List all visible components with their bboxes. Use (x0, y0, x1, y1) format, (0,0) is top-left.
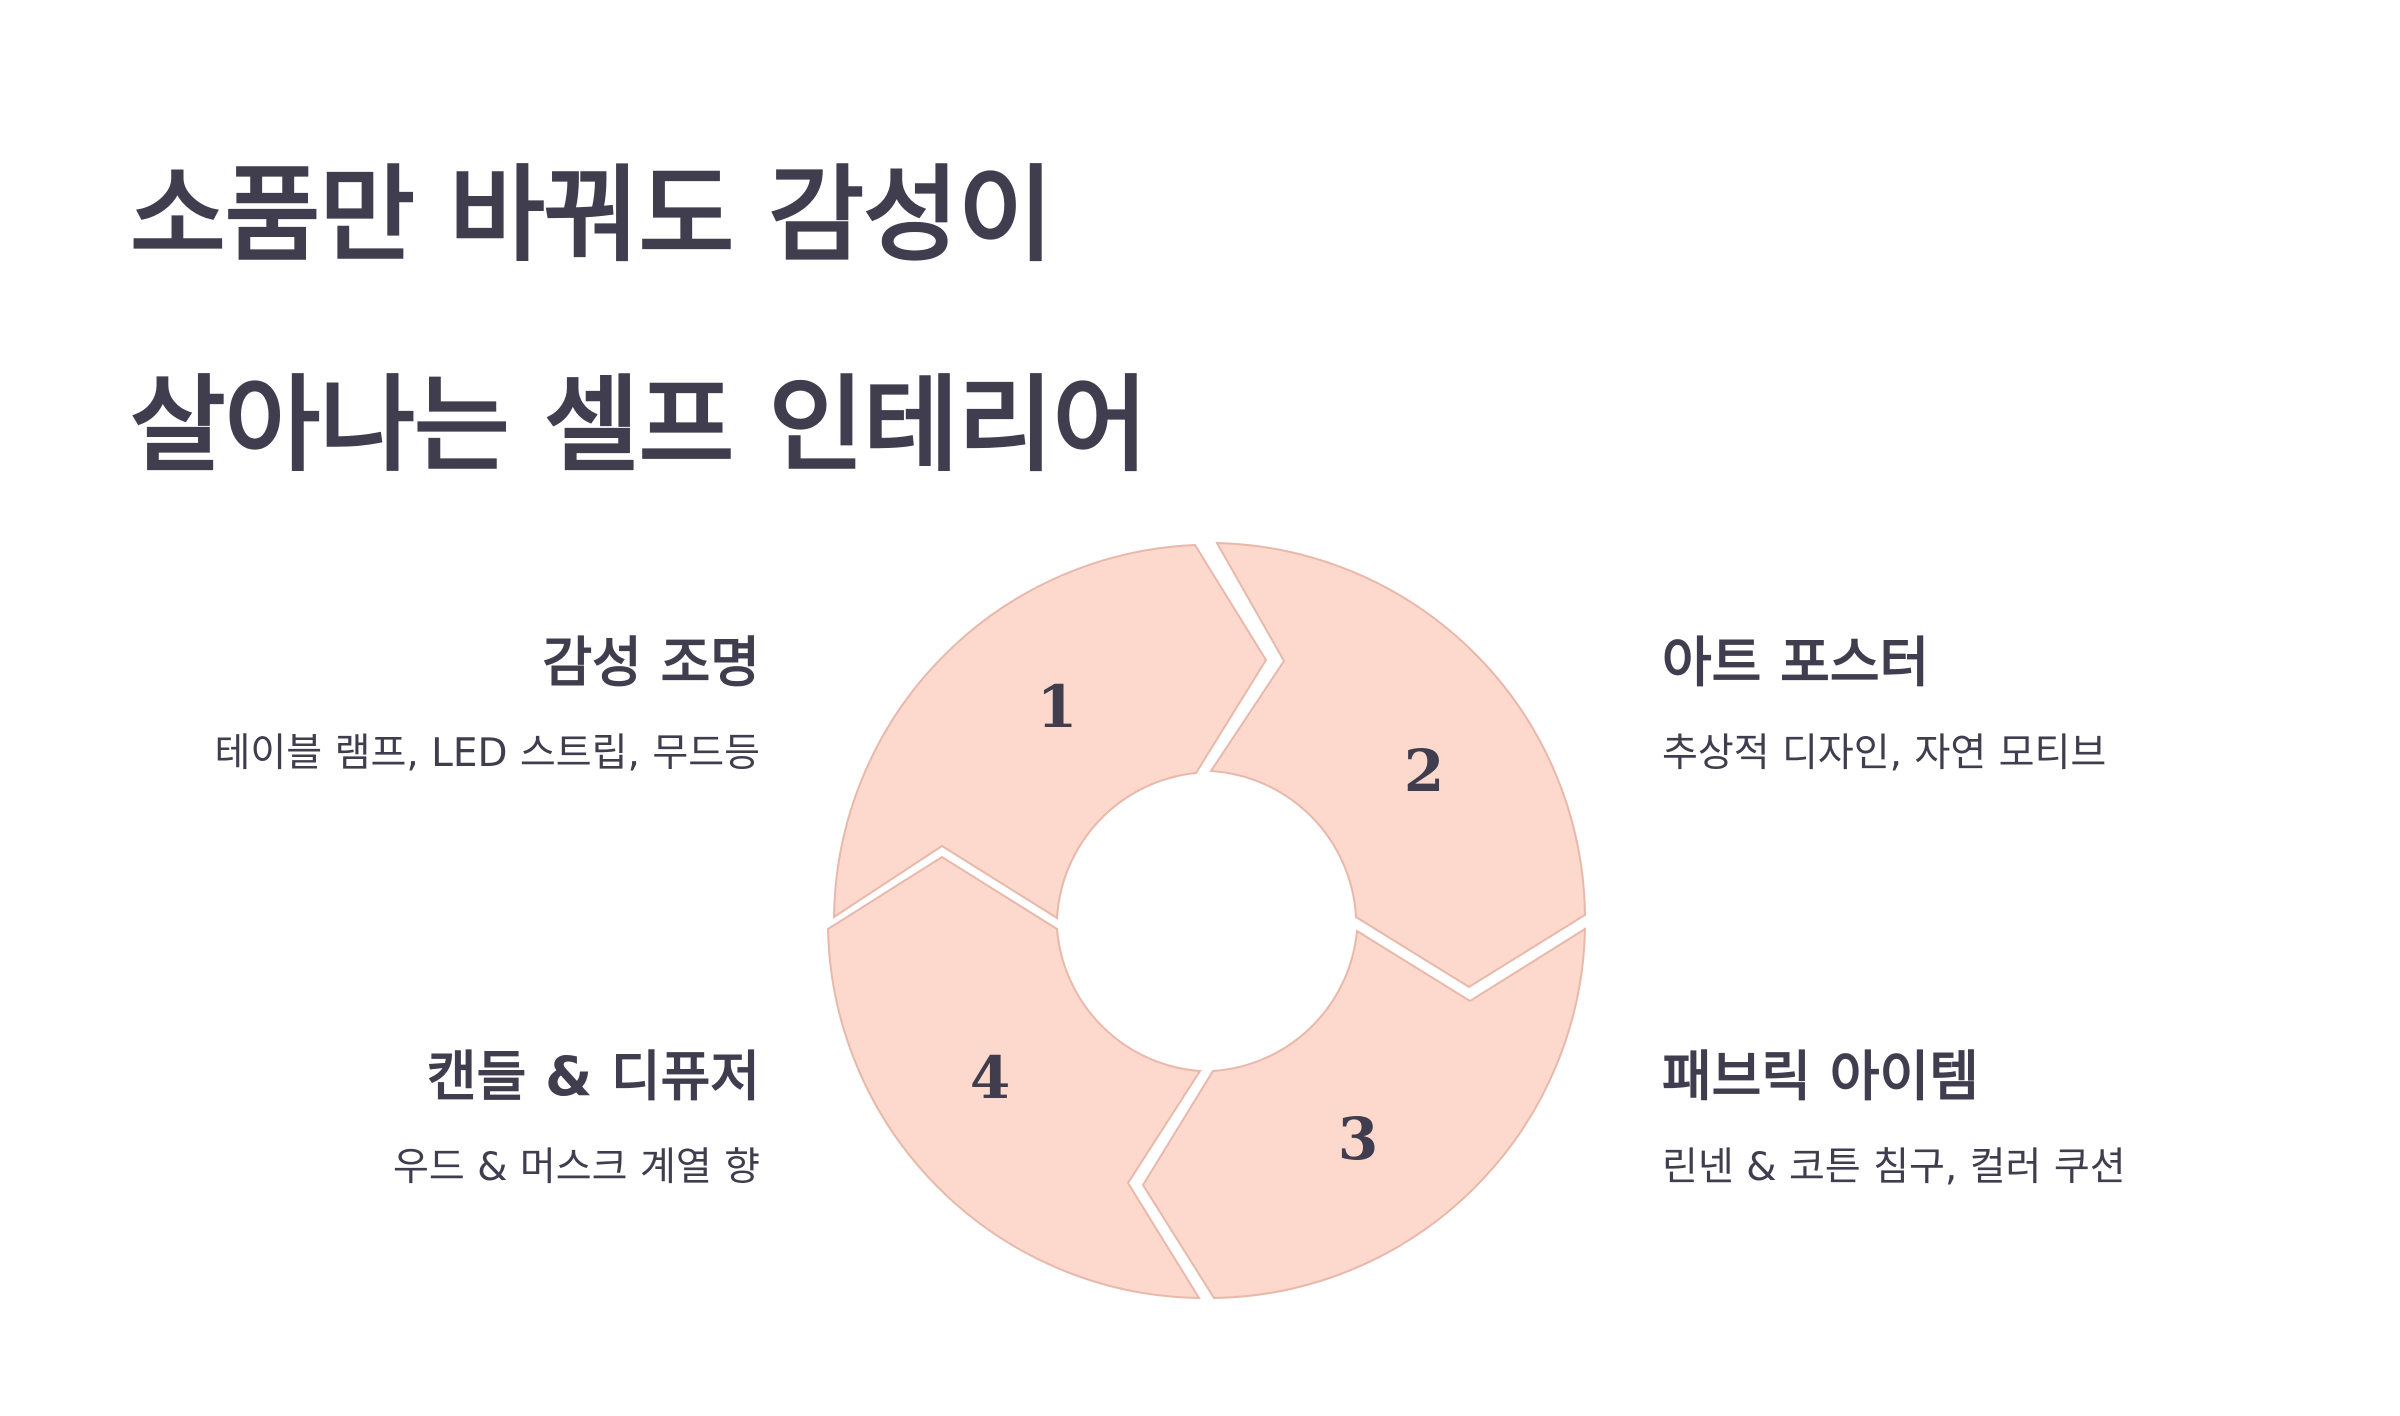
cycle-segment-3-shape (1141, 927, 1587, 1300)
cycle-segment-2-shape (1209, 541, 1587, 989)
item-description: 우드 & 머스크 계열 향 (392, 1145, 760, 1190)
page-title-line-1: 소품만 바꿔도 감성이 (130, 154, 1054, 276)
cycle-segment-2-number: 2 (1404, 737, 1444, 805)
cycle-segment-2: 2 (1209, 541, 1587, 989)
item-heading: 아트 포스터 (1662, 631, 1930, 694)
cycle-item-4: 캔들 & 디퓨저 우드 & 머스크 계열 향 (120, 1042, 760, 1194)
cycle-segment-4: 4 (826, 855, 1202, 1300)
cycle-item-2: 아트 포스터 추상적 디자인, 자연 모티브 (1662, 628, 2302, 780)
cycle-segment-1: 1 (832, 543, 1268, 920)
cycle-segment-4-shape (826, 855, 1202, 1300)
cycle-segment-3-number: 3 (1338, 1105, 1378, 1173)
item-description: 추상적 디자인, 자연 모티브 (1662, 731, 2107, 776)
page-title: 소품만 바꿔도 감성이 살아나는 셀프 인테리어 (130, 110, 1148, 530)
cycle-item-3: 패브릭 아이템 린넨 & 코튼 침구, 컬러 쿠션 (1662, 1042, 2302, 1194)
item-heading: 캔들 & 디퓨저 (426, 1045, 760, 1108)
cycle-segment-3: 3 (1141, 927, 1587, 1300)
cycle-item-1: 감성 조명 테이블 램프, LED 스트립, 무드등 (120, 628, 760, 780)
page-title-line-2: 살아나는 셀프 인테리어 (130, 364, 1148, 486)
item-heading: 패브릭 아이템 (1662, 1045, 1979, 1108)
item-description: 테이블 램프, LED 스트립, 무드등 (214, 731, 760, 776)
cycle-segment-1-number: 1 (1037, 673, 1077, 741)
item-description: 린넨 & 코튼 침구, 컬러 쿠션 (1662, 1145, 2126, 1190)
cycle-segment-1-shape (832, 543, 1268, 920)
item-heading: 감성 조명 (542, 631, 760, 694)
cycle-segment-4-number: 4 (970, 1044, 1010, 1112)
